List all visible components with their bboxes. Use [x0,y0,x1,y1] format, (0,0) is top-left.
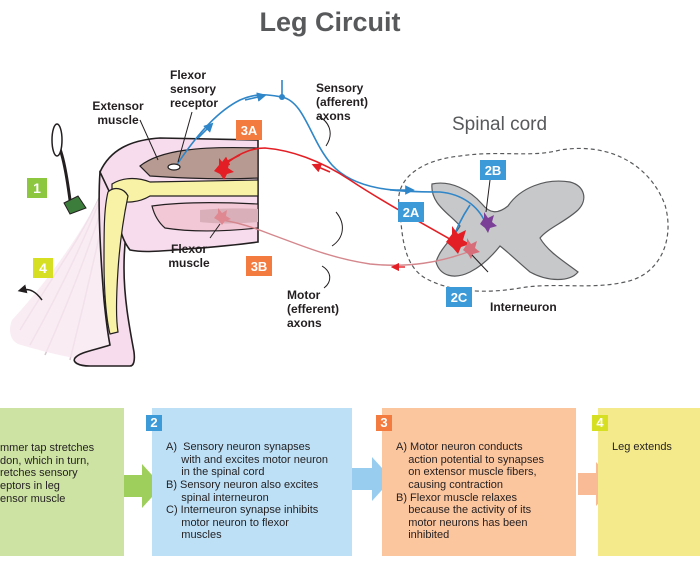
reflex-hammer-icon [52,124,86,214]
label-spinal-cord: Spinal cord [452,114,547,135]
svg-text:1: 1 [33,180,41,196]
step-4-text: Leg extends [612,416,672,479]
svg-text:Extensor: Extensor [92,99,144,113]
svg-text:2A: 2A [403,205,420,220]
svg-text:sensory: sensory [170,82,216,96]
svg-text:muscle: muscle [97,113,139,127]
step-2-box: 2 A) Sensory neuron synapses with and ex… [152,408,352,556]
step-3-text: A) Motor neuron conducts action potentia… [396,416,544,567]
svg-text:3B: 3B [251,259,268,274]
svg-text:4: 4 [39,260,47,276]
marker-2a: 2A [398,202,424,222]
label-motor-axons: Motor (efferent) axons [287,288,339,330]
svg-text:Flexor: Flexor [170,68,206,82]
marker-3a: 3A [236,120,262,140]
sensory-ganglion [279,94,285,100]
marker-2c: 2C [446,287,472,307]
step-2-badge: 2 [146,415,162,431]
label-flexor-sensory-receptor: Flexor sensory receptor [170,68,218,110]
marker-1: 1 [27,178,47,198]
marker-2b: 2B [480,160,506,180]
step-3-badge: 3 [376,415,392,431]
svg-text:(efferent): (efferent) [287,302,339,316]
svg-text:(afferent): (afferent) [316,95,368,109]
step-2-text: A) Sensory neuron synapses with and exci… [166,416,328,567]
svg-text:axons: axons [287,316,322,330]
svg-text:axons: axons [316,109,351,123]
svg-text:Sensory: Sensory [316,81,364,95]
svg-text:Motor: Motor [287,288,321,302]
marker-3b: 3B [246,256,272,276]
svg-text:2B: 2B [485,163,502,178]
svg-text:2C: 2C [451,290,468,305]
label-flexor-muscle: Flexor muscle [168,242,210,270]
label-extensor-muscle: Extensor muscle [92,99,144,127]
marker-4: 4 [33,258,53,278]
step-4-badge: 4 [592,415,608,431]
svg-text:Flexor: Flexor [171,242,207,256]
svg-text:muscle: muscle [168,256,210,270]
flexor-sensory-receptor-shape [168,164,180,170]
label-sensory-axons: Sensory (afferent) axons [316,81,368,123]
svg-text:3A: 3A [241,123,258,138]
svg-text:receptor: receptor [170,96,218,110]
diagram-title: Leg Circuit [259,7,400,37]
step-3-box: 3 A) Motor neuron conducts action potent… [382,408,576,556]
step-4-box: 4 Leg extends [598,408,700,556]
label-interneuron: Interneuron [490,300,557,314]
